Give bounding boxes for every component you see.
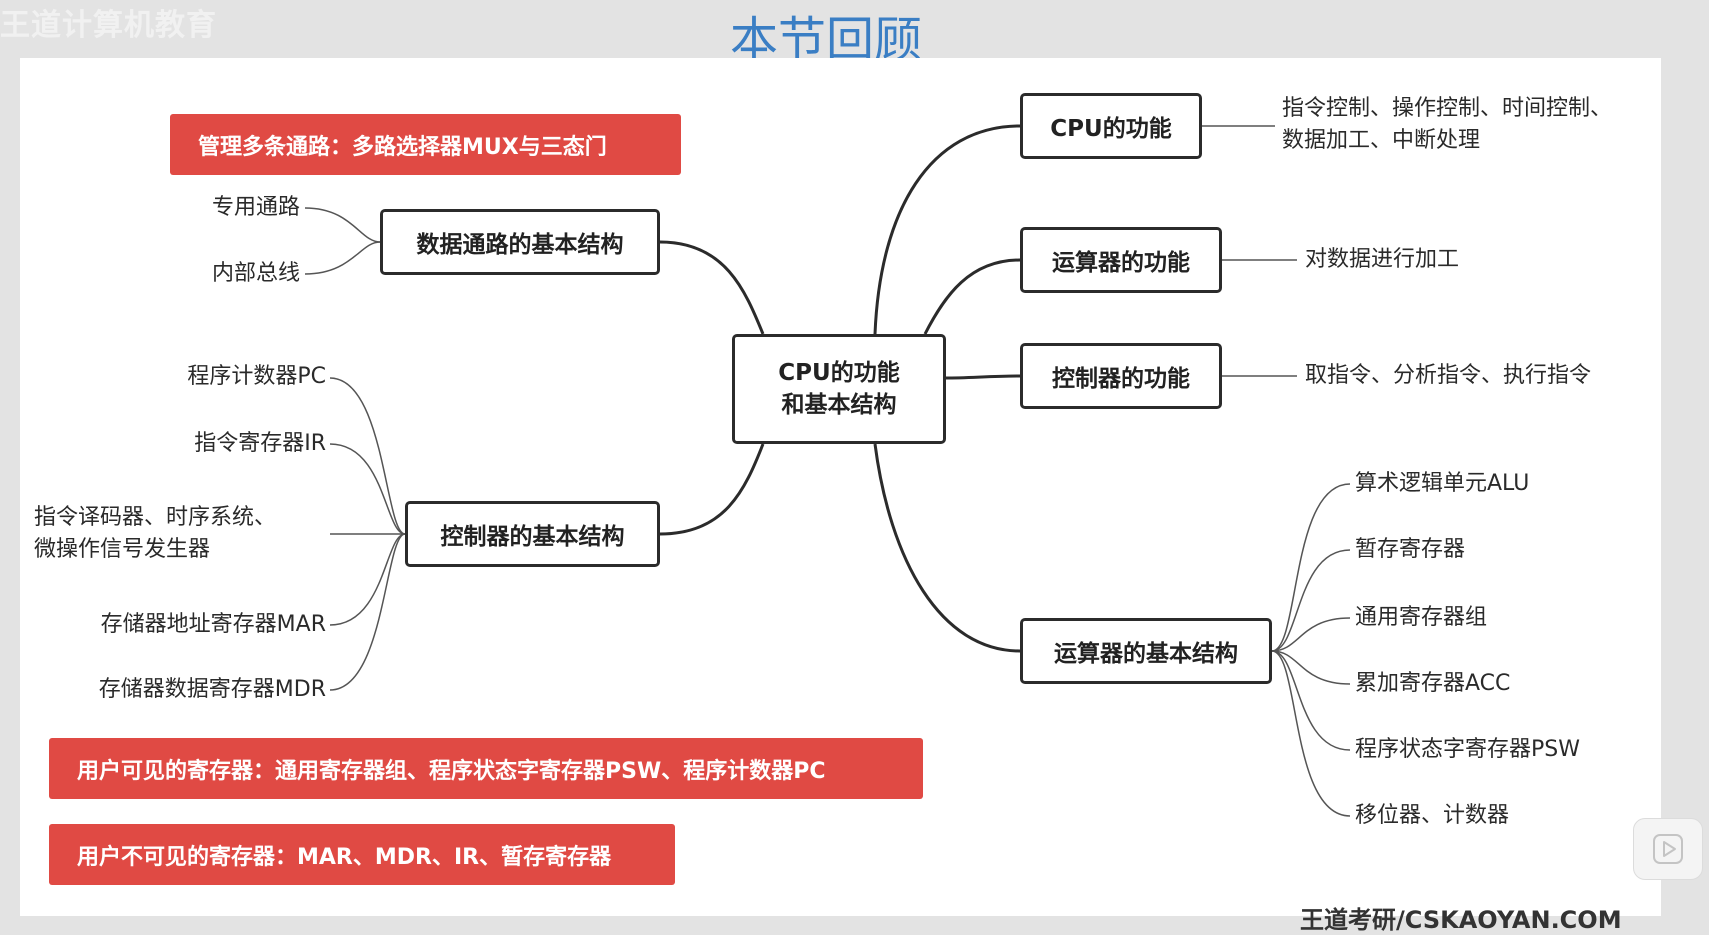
leaf-ctrl-1: 程序计数器PC	[187, 364, 326, 389]
banner-invisible-registers: 用户不可见的寄存器：MAR、MDR、IR、暂存寄存器	[49, 824, 675, 885]
leaf-alu-4: 累加寄存器ACC	[1355, 671, 1511, 696]
play-button[interactable]	[1633, 818, 1703, 880]
leaf-datapath-2: 内部总线	[211, 261, 300, 286]
center-node-line2: 和基本结构	[781, 392, 897, 418]
leaf-datapath-1: 专用通路	[211, 195, 300, 220]
leaf-ctrl-2: 指令寄存器IR	[194, 431, 326, 456]
play-icon	[1653, 834, 1683, 864]
leaf-alu-1: 算术逻辑单元ALU	[1355, 471, 1530, 496]
center-node-line1: CPU的功能	[778, 360, 900, 386]
leaf-alu-6: 移位器、计数器	[1355, 803, 1510, 828]
banner-mux: 管理多条通路：多路选择器MUX与三态门	[170, 114, 681, 175]
leaf-controller-function: 取指令、分析指令、执行指令	[1305, 363, 1592, 388]
leaf-cpu-function-2: 数据加工、中断处理	[1282, 128, 1481, 153]
leaf-alu-2: 暂存寄存器	[1355, 537, 1466, 562]
node-controller-function: 控制器的功能	[1020, 343, 1222, 409]
node-datapath-structure: 数据通路的基本结构	[380, 209, 660, 275]
leaf-alu-function: 对数据进行加工	[1305, 247, 1460, 272]
banner-visible-registers: 用户可见的寄存器：通用寄存器组、程序状态字寄存器PSW、程序计数器PC	[49, 738, 923, 799]
watermark: 王道计算机教育	[0, 8, 217, 43]
node-cpu-function: CPU的功能	[1020, 93, 1202, 159]
node-alu-function: 运算器的功能	[1020, 227, 1222, 293]
leaf-cpu-function-1: 指令控制、操作控制、时间控制、	[1282, 96, 1613, 121]
leaf-ctrl-4: 存储器地址寄存器MAR	[100, 612, 326, 637]
node-controller-structure: 控制器的基本结构	[405, 501, 660, 567]
leaf-ctrl-3b: 微操作信号发生器	[34, 537, 211, 562]
footer-brand: 王道考研/CSKAOYAN.COM	[1300, 906, 1622, 934]
leaf-alu-3: 通用寄存器组	[1355, 605, 1488, 630]
leaf-alu-5: 程序状态字寄存器PSW	[1355, 737, 1580, 762]
center-node: CPU的功能 和基本结构	[732, 334, 946, 444]
leaf-ctrl-3a: 指令译码器、时序系统、	[34, 505, 277, 530]
leaf-ctrl-5: 存储器数据寄存器MDR	[98, 677, 326, 702]
node-alu-structure: 运算器的基本结构	[1020, 618, 1272, 684]
